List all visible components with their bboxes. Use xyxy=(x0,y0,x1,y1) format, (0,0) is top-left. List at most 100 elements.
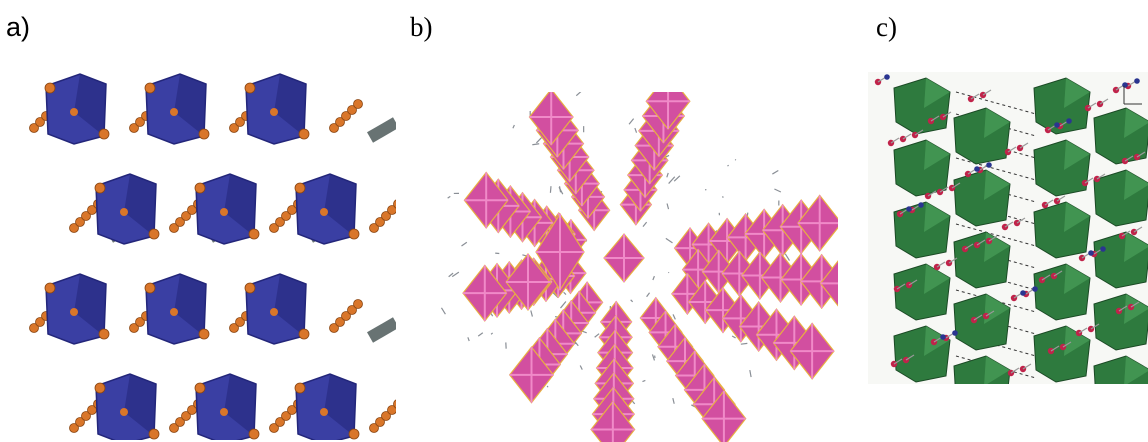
organic-linker xyxy=(367,317,396,342)
organic-ligand xyxy=(559,187,563,194)
organic-ligand xyxy=(727,165,728,166)
organic-ligand xyxy=(667,173,668,177)
organic-ligand xyxy=(735,159,736,160)
organic-ligand xyxy=(468,337,469,341)
vertex-atom xyxy=(145,83,155,93)
organic-ligand xyxy=(532,144,539,145)
green-octahedron xyxy=(894,326,950,382)
nitrogen-atom xyxy=(906,206,912,212)
nitrogen-atom xyxy=(1032,286,1038,292)
central-atom xyxy=(220,408,228,416)
central-atom xyxy=(70,308,78,316)
vertex-atom xyxy=(349,429,359,439)
organic-ligand xyxy=(547,386,548,387)
organic-ligand xyxy=(642,380,645,381)
organic-ligand xyxy=(580,365,582,369)
panel-b-label: b) xyxy=(410,14,433,41)
organic-ligand xyxy=(668,272,669,273)
organic-ligand xyxy=(635,128,637,133)
nitrogen-atom xyxy=(1134,78,1140,84)
panel-a-crystal-structure xyxy=(24,68,396,440)
green-octahedron xyxy=(954,232,1010,288)
vertex-atom xyxy=(145,283,155,293)
organic-ligand xyxy=(653,276,655,280)
blue-octahedra-lattice-image xyxy=(24,68,396,440)
organic-ligand xyxy=(462,242,467,246)
green-octahedron xyxy=(894,202,950,258)
central-atom xyxy=(270,108,278,116)
nitrogen-atom xyxy=(1066,118,1072,124)
organic-ligand xyxy=(560,302,565,309)
green-octahedron xyxy=(954,170,1010,226)
central-atom xyxy=(320,408,328,416)
nitrogen-atom xyxy=(940,334,946,340)
green-octahedron xyxy=(954,108,1010,164)
green-octahedra-layers-image xyxy=(868,72,1148,384)
organic-ligand xyxy=(666,238,673,242)
green-octahedron xyxy=(894,264,950,320)
vertex-atom xyxy=(95,383,105,393)
panel-a-label: a) xyxy=(6,14,30,41)
vertex-atom xyxy=(199,329,209,339)
organic-ligand xyxy=(674,176,680,181)
green-octahedron xyxy=(894,140,950,196)
central-atom xyxy=(270,308,278,316)
central-atom xyxy=(320,208,328,216)
orange-atom-chain xyxy=(354,300,363,309)
nitrogen-atom xyxy=(918,202,924,208)
organic-ligand xyxy=(741,343,748,344)
nitrogen-atom xyxy=(986,162,992,168)
organic-ligand xyxy=(491,333,493,334)
pink-octahedra-framework-image xyxy=(438,92,838,442)
nitrogen-atom xyxy=(1020,290,1026,296)
nitrogen-atom xyxy=(1088,250,1094,256)
vertex-atom xyxy=(245,83,255,93)
vertex-atom xyxy=(99,129,109,139)
green-octahedron xyxy=(1034,140,1090,196)
green-octahedron xyxy=(1034,202,1090,258)
organic-ligand xyxy=(448,196,451,198)
vertex-atom xyxy=(299,129,309,139)
green-octahedron xyxy=(894,78,950,134)
central-atom xyxy=(220,208,228,216)
vertex-atom xyxy=(149,429,159,439)
vertex-atom xyxy=(249,229,259,239)
vertex-atom xyxy=(295,383,305,393)
central-atom xyxy=(170,308,178,316)
nitrogen-atom xyxy=(884,74,890,80)
vertex-atom xyxy=(349,229,359,239)
organic-ligand xyxy=(772,171,778,175)
central-atom xyxy=(70,108,78,116)
central-atom xyxy=(120,408,128,416)
central-atom xyxy=(170,108,178,116)
central-atom xyxy=(120,208,128,216)
organic-ligand xyxy=(513,125,514,128)
organic-ligand xyxy=(550,186,551,193)
vertex-atom xyxy=(199,129,209,139)
vertex-atom xyxy=(45,83,55,93)
organic-ligand xyxy=(441,308,445,314)
organic-ligand xyxy=(595,334,599,338)
vertex-atom xyxy=(299,329,309,339)
orange-atom-chain xyxy=(354,100,363,109)
green-octahedron xyxy=(1034,264,1090,320)
organic-ligand xyxy=(531,310,533,316)
hydrogen-bond xyxy=(956,92,1036,114)
organic-linker xyxy=(367,117,396,142)
organic-ligand xyxy=(452,272,459,276)
organic-ligand xyxy=(631,300,633,302)
organic-ligand xyxy=(478,333,483,336)
vertex-atom xyxy=(195,183,205,193)
organic-ligand xyxy=(673,314,675,319)
nitrogen-atom xyxy=(1122,82,1128,88)
organic-ligand xyxy=(536,137,542,143)
organic-ligand xyxy=(643,222,647,226)
nitrogen-atom xyxy=(974,166,980,172)
vertex-atom xyxy=(149,229,159,239)
nitrogen-atom xyxy=(1100,246,1106,252)
vertex-atom xyxy=(99,329,109,339)
vertex-atom xyxy=(295,183,305,193)
vertex-atom xyxy=(95,183,105,193)
vertex-atom xyxy=(195,383,205,393)
vertex-atom xyxy=(249,429,259,439)
